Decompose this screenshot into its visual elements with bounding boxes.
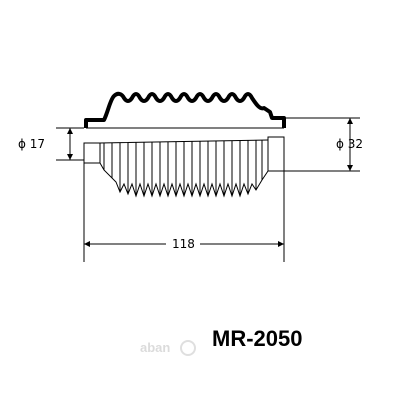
length-label-bg <box>166 235 200 251</box>
small-diameter-label: ϕ 17 <box>18 137 45 151</box>
small-diameter-dimension <box>56 127 84 161</box>
large-diameter-label: ϕ 32 <box>336 137 363 151</box>
bellows-top-profile <box>84 91 286 129</box>
bellows-section-view <box>83 136 285 198</box>
large-diameter-dimension <box>284 117 360 172</box>
length-label: 118 <box>172 237 195 251</box>
large-end-collar <box>267 136 285 172</box>
part-number: MR-2050 <box>212 326 302 351</box>
convolution-lines <box>103 140 263 196</box>
small-end-collar <box>83 142 101 164</box>
watermark: aban <box>140 340 196 356</box>
watermark-text: aban <box>140 340 170 355</box>
